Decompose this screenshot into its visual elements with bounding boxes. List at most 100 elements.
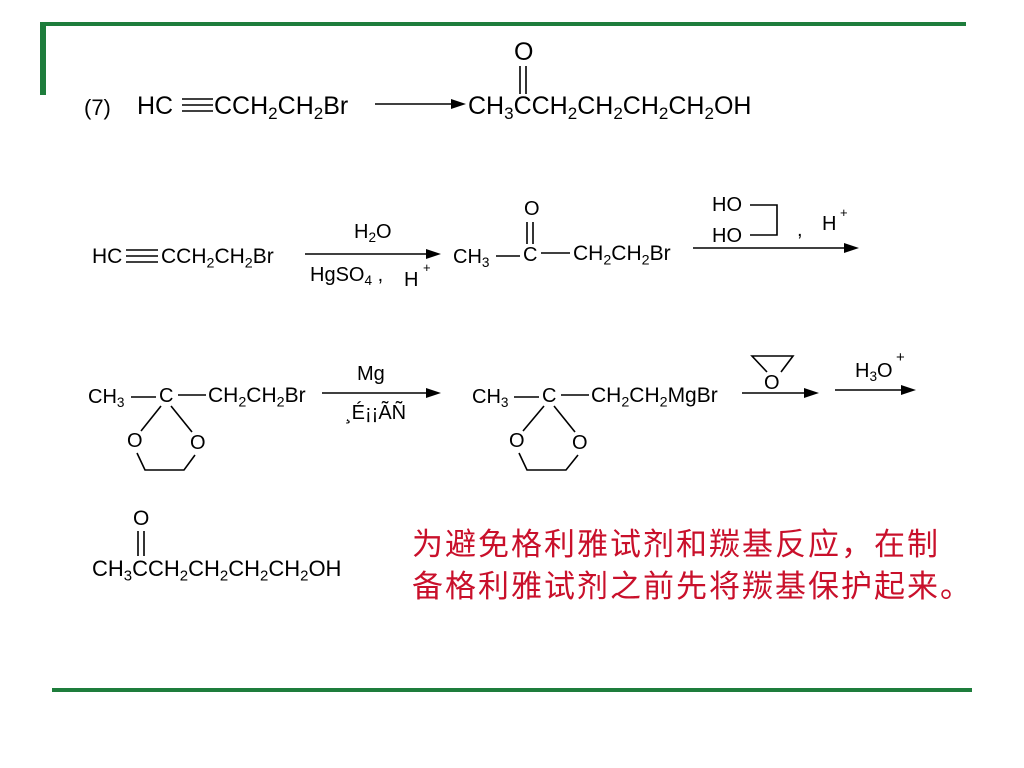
frame-top-bar: [40, 22, 966, 26]
ketone-methyl: CH3: [453, 247, 490, 271]
formula-text: CH: [591, 384, 622, 407]
formula-text: CH: [573, 242, 604, 265]
formula-text: CH: [629, 384, 660, 407]
formula-text: CH: [88, 386, 117, 408]
formula-subscript: 4: [364, 273, 373, 289]
formula-text: O: [877, 360, 893, 382]
acetal-ring-bond-left: [140, 405, 162, 432]
formula-text: CH: [668, 92, 705, 120]
acetal-carbon: C: [159, 385, 174, 407]
formula-text: CH: [277, 92, 314, 120]
grignard-ring-oxygen-left: O: [509, 430, 525, 452]
step1-arrow-head: [426, 249, 441, 259]
target-product: CH3CCH2CH2CH2CH2OH: [468, 92, 751, 123]
step4-arrow-head: [804, 388, 819, 398]
ketone-oxygen: O: [524, 198, 540, 220]
formula-text: CH: [472, 386, 501, 408]
formula-text: CH: [214, 245, 245, 268]
formula-subscript: 3: [500, 395, 509, 411]
formula-text: CH: [92, 556, 124, 581]
formula-subscript: 2: [704, 104, 714, 124]
formula-text: Br: [649, 242, 671, 265]
step2-acid-charge: +: [840, 205, 848, 220]
formula-subscript: 3: [504, 104, 514, 124]
formula-text: CH: [246, 384, 277, 407]
formula-subscript: 3: [116, 395, 125, 411]
acetal-ring-bottom: [136, 452, 196, 471]
step1-reactant-right: CCH2CH2Br: [161, 245, 274, 270]
hydrolysis-reagent: H3O: [855, 360, 893, 385]
final-carbonyl-oxygen: O: [133, 507, 150, 530]
step1-acid-charge: +: [423, 260, 431, 275]
target-reactant-left: HC: [137, 92, 174, 120]
step3-arrow-head: [426, 388, 441, 398]
formula-text: CH: [468, 92, 505, 120]
grignard-chain: CH2CH2MgBr: [591, 384, 718, 409]
acetal-ring-oxygen-left: O: [127, 430, 143, 452]
formula-subscript: 2: [238, 394, 247, 411]
grignard-ring-bottom: [518, 452, 579, 471]
formula-text: CCH: [132, 556, 180, 581]
frame-bottom-bar: [52, 688, 972, 692]
target-triple-bond: [182, 98, 213, 112]
formula-subscript: 2: [658, 104, 669, 124]
grignard-ring-bond-right: [553, 405, 576, 433]
formula-subscript: 2: [659, 394, 668, 411]
formula-subscript: 2: [567, 104, 578, 124]
formula-text: Br: [252, 245, 274, 268]
grignard-methyl: CH3: [472, 386, 509, 411]
step1-triple-bond: [126, 249, 158, 263]
target-carbonyl-oxygen: O: [514, 38, 534, 66]
formula-subscript: 3: [123, 567, 133, 585]
formula-text: CCH: [214, 92, 269, 120]
formula-subscript: 2: [603, 252, 612, 269]
formula-subscript: 2: [313, 104, 324, 124]
acetal-methyl: CH3: [88, 386, 125, 411]
step1-acid: H: [404, 269, 419, 291]
diol-bottom: HO: [712, 225, 742, 247]
step1-reagent-bottom: HgSO4 ,: [310, 264, 384, 289]
diol-top: HO: [712, 194, 742, 216]
step3-reagent-top: Mg: [357, 363, 385, 385]
formula-text: H: [855, 360, 870, 382]
formula-text: Br: [284, 384, 306, 407]
epoxide-oxygen: O: [764, 372, 780, 394]
diol-bridge: [750, 204, 778, 236]
formula-subscript: 2: [613, 104, 623, 124]
acetal-ring-bond-right: [170, 405, 193, 433]
formula-text: CH: [188, 556, 220, 581]
frame-left-bar: [40, 22, 46, 95]
formula-text: CH: [611, 242, 642, 265]
epoxide-ring: [750, 355, 795, 373]
formula-text: HgSO: [310, 264, 365, 286]
formula-text: O: [376, 221, 392, 243]
step2-separator: ,: [797, 219, 803, 241]
formula-text: H: [354, 221, 369, 243]
final-product: CH3CCH2CH2CH2CH2OH: [92, 556, 342, 584]
step2-acid: H: [822, 213, 837, 235]
formula-text: CCH: [513, 92, 568, 120]
formula-subscript: 2: [641, 252, 650, 269]
grignard-ring-oxygen-right: O: [572, 432, 588, 454]
formula-text: OH: [308, 556, 342, 581]
grignard-carbon: C: [542, 385, 557, 407]
formula-subscript: 3: [869, 369, 878, 385]
formula-subscript: 2: [368, 230, 377, 246]
target-reactant-right: CCH2CH2Br: [214, 92, 349, 123]
ketone-chain: CH2CH2Br: [573, 242, 671, 267]
formula-text: CCH: [161, 245, 207, 268]
formula-text: Br: [323, 92, 349, 120]
hydrolysis-charge: +: [896, 349, 905, 366]
formula-subscript: 2: [179, 567, 189, 585]
formula-subscript: 3: [481, 255, 490, 271]
formula-subscript: 2: [219, 567, 229, 585]
formula-text: ,: [372, 264, 384, 286]
step1-reactant-left: HC: [92, 245, 123, 268]
grignard-ring-bond-left: [522, 405, 545, 432]
problem-label: (7): [84, 95, 111, 120]
note-line-2: 备格利雅试剂之前先将羰基保护起来。: [412, 569, 973, 605]
formula-subscript: 2: [276, 394, 285, 411]
formula-text: CH: [268, 556, 301, 581]
note-line-1: 为避免格利雅试剂和羰基反应，在制: [412, 527, 940, 563]
